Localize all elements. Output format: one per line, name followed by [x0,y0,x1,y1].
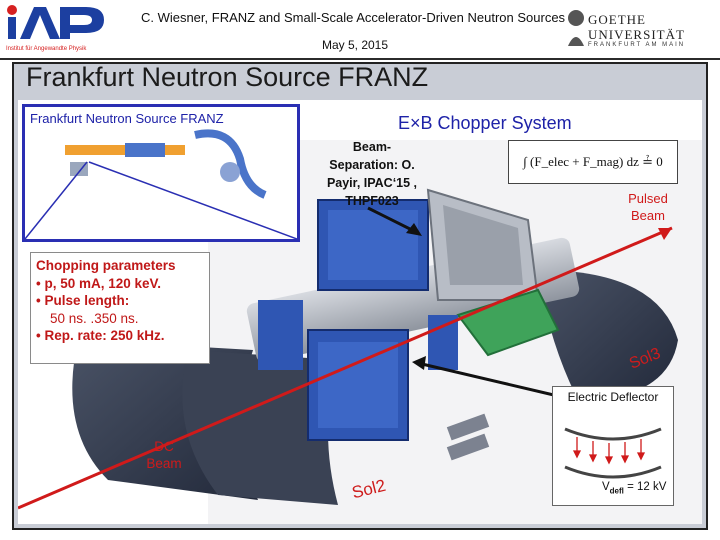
iap-logo-subtext: Institut für Angewandte Physik [6,46,87,52]
slide-title: Frankfurt Neutron Source FRANZ [26,62,429,92]
pulsed-beam-label: Pulsed Beam [612,190,684,224]
beam-separation-line: THPF023 [345,194,399,208]
beam-separation-reference: Beam- Separation: O. Payir, IPAC‘15 , TH… [312,138,432,210]
goethe-logo-line2: UNIVERSITÄT [588,27,685,42]
chopping-heading: Chopping parameters [36,258,176,273]
dc-beam-label: DC Beam [134,438,194,472]
dc-beam-line: DC [154,439,174,454]
header-date: May 5, 2015 [321,38,389,52]
header-rule [0,58,720,60]
dc-beam-line: Beam [146,456,182,471]
electric-deflector-label: Electric Deflector [567,390,659,404]
beam-separation-line: Payir, IPAC‘15 , [326,176,418,190]
header-title: C. Wiesner, FRANZ and Small-Scale Accele… [140,10,566,25]
chopping-item: • Rep. rate: 250 kHz. [36,328,165,343]
beam-line [17,226,673,510]
beam-separation-line: Beam- [352,140,392,154]
deflector-plates-diagram [564,427,662,479]
force-formula-box: ∫ (F_elec + F_mag) dz ≟ 0 [508,140,678,184]
inset-label: Frankfurt Neutron Source FRANZ [30,111,224,126]
chopping-item: 50 ns. .350 ns. [50,310,139,326]
vdefl-value: = 12 kV [623,481,667,493]
beam-separation-line: Separation: O. [329,158,415,172]
goethe-logo-line3: FRANKFURT AM MAIN [588,42,686,48]
accelerator-schematic [24,129,298,240]
iap-logo: Institut für Angewandte Physik [4,2,114,54]
force-formula: ∫ (F_elec + F_mag) dz ≟ 0 [523,154,663,169]
chopper-system-title: E×B Chopper System [398,113,572,133]
chopping-parameters-box: Chopping parameters • p, 50 mA, 120 keV.… [30,252,210,364]
pulsed-beam-line: Beam [631,208,665,223]
pulsed-beam-line: Pulsed [628,191,668,206]
vdefl-prefix: V [602,481,610,493]
chopping-item: • p, 50 mA, 120 keV. [36,275,162,291]
electric-deflector-box [552,386,674,506]
franz-overview-inset [22,104,300,242]
goethe-logo-line1: GOETHE [588,12,646,27]
chopping-item: • Pulse length: [36,293,130,308]
deflector-voltage: Vdefl = 12 kV [602,481,666,495]
vdefl-sub: defl [609,486,624,496]
goethe-logo-portrait [566,6,586,50]
